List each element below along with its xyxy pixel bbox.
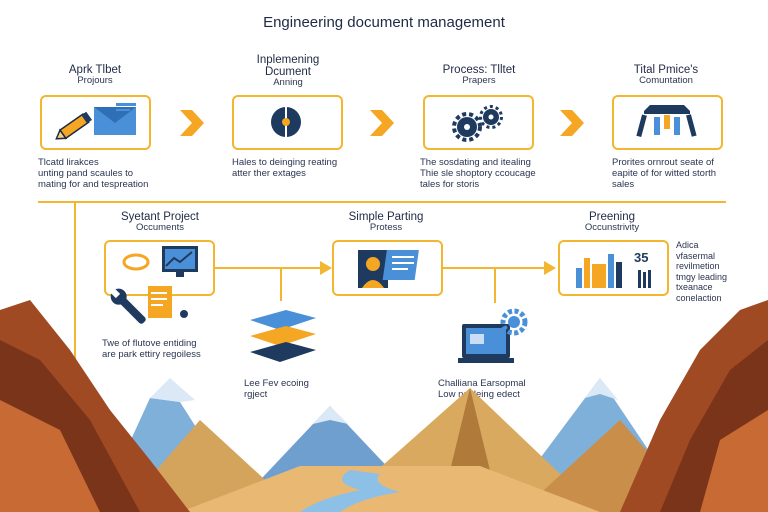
step-3-card xyxy=(423,95,534,150)
step-2-title: Inplemening xyxy=(256,54,320,66)
mid-2-subtitle: Protess xyxy=(369,222,403,233)
pencil-document-icon xyxy=(55,103,136,140)
step-1-desc: Tlcatd lirakces unting pand scaules to m… xyxy=(38,157,149,190)
landscape-illustration xyxy=(0,300,768,512)
mid-3-title: Preening xyxy=(588,211,636,223)
wrench-document-icon xyxy=(110,286,188,324)
side-note: Adica vfasermal revilmetion tmgy leading… xyxy=(676,240,728,303)
laptop-gear-icon xyxy=(458,308,528,363)
connector-down-1 xyxy=(280,267,282,301)
compass-icon xyxy=(271,103,301,141)
bridge-structure-icon xyxy=(636,105,697,138)
metric-number: 35 xyxy=(634,250,649,265)
note-1: Twe of flutove entiding are park ettiry … xyxy=(102,338,201,360)
arrow-head-icon xyxy=(320,261,332,275)
step-4-card xyxy=(612,95,723,150)
step-4-title: Tital Pmice's xyxy=(633,64,699,76)
mid-2-title: Simple Parting xyxy=(348,211,424,223)
bar-chart-icon xyxy=(576,254,651,288)
note-3: Challiana Earsopmal Low nogleing edect xyxy=(438,378,526,400)
step-2-title-line2: Dcument xyxy=(264,66,312,78)
chevron-right-icon xyxy=(180,110,204,136)
step-4-subtitle: Comuntation xyxy=(639,75,693,86)
connector-mid-1 xyxy=(215,267,325,269)
connector-down-2 xyxy=(494,267,496,303)
layers-icon xyxy=(250,310,316,362)
arrow-head-icon xyxy=(544,261,556,275)
mid-3-card xyxy=(558,240,669,296)
step-2-card xyxy=(232,95,343,150)
section-divider xyxy=(38,201,726,203)
step-3-title: Process: Tlltet xyxy=(442,64,516,76)
step-1-title: Aprk Tlbet xyxy=(68,64,122,76)
mid-2-card xyxy=(332,240,443,296)
chevron-right-icon xyxy=(370,110,394,136)
step-2-desc: Hales to deinging reating atter ther ext… xyxy=(232,157,338,179)
monitor-chart-icon xyxy=(122,246,198,277)
step-4-desc: Prorites ornrout seate of eapite of for … xyxy=(612,157,717,190)
step-3-desc: The sosdating and itealing Thie sle shop… xyxy=(420,157,536,190)
chevron-right-icon xyxy=(560,110,584,136)
step-1-subtitle: Projours xyxy=(77,75,113,86)
step-1-card xyxy=(40,95,151,150)
step-2-subtitle: Anning xyxy=(273,77,303,88)
connector-left xyxy=(74,201,76,371)
mid-1-title: Syetant Project xyxy=(121,211,199,223)
note-2: Lee Fev ecoing rgject xyxy=(244,378,309,400)
page-title: Engineering document management xyxy=(263,14,505,31)
gears-icon xyxy=(452,105,503,142)
mid-3-subtitle: Occunstrivity xyxy=(584,222,640,233)
person-document-icon xyxy=(358,250,419,288)
mid-1-subtitle: Occuments xyxy=(135,222,185,233)
step-3-subtitle: Prapers xyxy=(462,75,496,86)
